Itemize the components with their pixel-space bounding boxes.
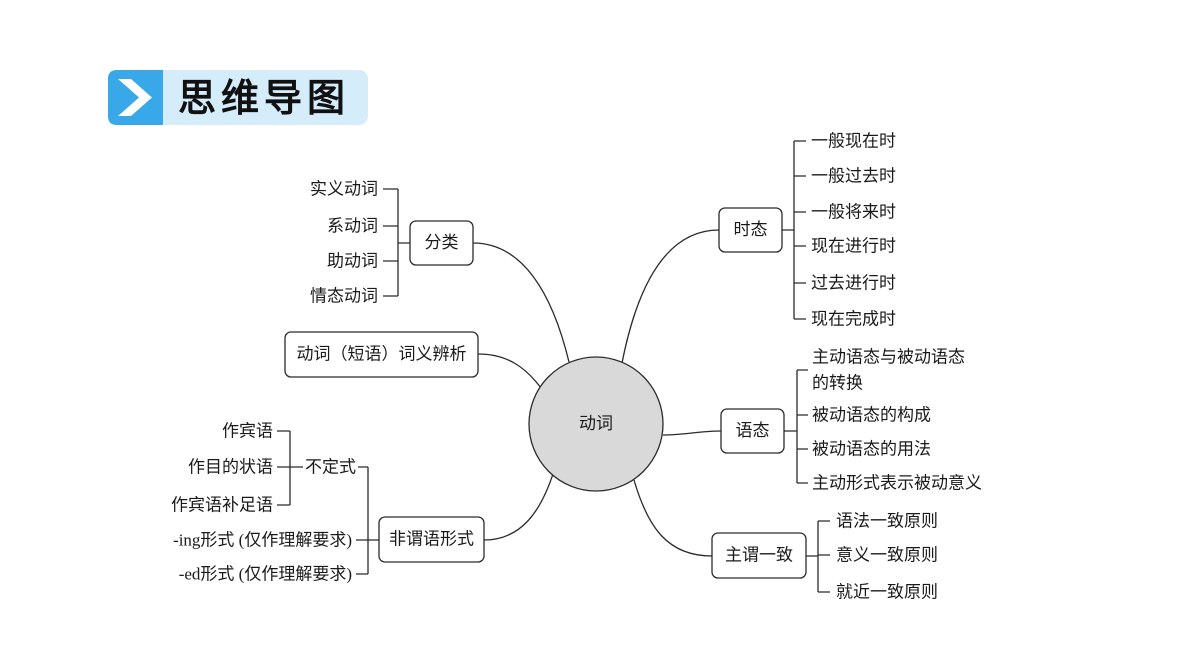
branch-classification-label: 分类	[425, 233, 459, 253]
infinitive-item: 作宾语	[222, 422, 273, 441]
branch-classification-box	[409, 220, 474, 266]
branch-word-meaning-box	[284, 331, 479, 378]
branch-non-finite-box	[378, 516, 485, 563]
voice-item-line: 的转换	[812, 374, 863, 393]
branch-tense: 时态	[718, 207, 783, 253]
header-title: 思维导图	[178, 76, 350, 120]
branch-classification: 分类	[409, 220, 474, 266]
branch-agreement: 主谓一致	[711, 532, 807, 579]
voice-item-line: 被动语态的构成	[812, 406, 931, 425]
chevron-right-icon	[118, 79, 152, 116]
classification-item: 助动词	[327, 252, 378, 271]
tense-item: 一般过去时	[811, 167, 896, 186]
tense-item: 过去进行时	[811, 274, 896, 293]
agreement-bracket	[806, 520, 830, 593]
agreement-item: 就近一致原则	[836, 583, 938, 602]
infinitive-item: 作目的状语	[188, 458, 273, 477]
classification-bracket	[383, 188, 410, 297]
center-node-label: 动词	[579, 414, 613, 434]
non-finite-items: 不定式 作宾语 作目的状语 作宾语补足语 -ing形式 (仅作理解要求) -ed…	[171, 422, 356, 584]
agreement-item: 语法一致原则	[836, 512, 938, 531]
classification-items: 实义动词 系动词 助动词 情态动词	[310, 180, 378, 306]
voice-item-line: 主动形式表示被动意义	[812, 474, 982, 493]
section-header: 思维导图	[108, 70, 368, 125]
voice-item-line: 被动语态的用法	[812, 440, 931, 459]
agreement-item: 意义一致原则	[836, 546, 938, 565]
agreement-items: 语法一致原则 意义一致原则 就近一致原则	[836, 512, 938, 602]
connector-center-to-tense	[621, 229, 720, 364]
branch-voice: 语态	[720, 408, 785, 454]
header-title-background	[108, 70, 368, 125]
classification-item: 实义动词	[310, 180, 378, 199]
tense-items: 一般现在时 一般过去时 一般将来时 现在进行时 过去进行时 现在完成时	[811, 132, 896, 329]
non-finite-item: -ed形式 (仅作理解要求)	[179, 565, 352, 584]
tense-item: 一般将来时	[811, 203, 896, 222]
non-finite-item: -ing形式 (仅作理解要求)	[173, 531, 352, 550]
connector-center-to-voice	[662, 430, 722, 436]
connector-center-to-agreement	[633, 479, 713, 557]
center-node-circle	[528, 356, 664, 492]
tense-item: 一般现在时	[811, 132, 896, 151]
connector-lines	[277, 140, 830, 593]
branch-tense-box	[718, 207, 783, 253]
header-icon-background	[108, 70, 163, 125]
center-node: 动词	[528, 356, 664, 492]
infinitive-bracket	[277, 430, 303, 506]
tense-item: 现在进行时	[811, 237, 896, 256]
tense-item: 现在完成时	[811, 310, 896, 329]
branch-non-finite-label: 非谓语形式	[389, 530, 474, 550]
infinitive-label: 不定式	[305, 458, 356, 477]
branch-non-finite: 非谓语形式	[378, 516, 485, 563]
branch-voice-label: 语态	[736, 421, 770, 441]
branch-nodes: 分类 动词（短语）词义辨析 非谓语形式 时态 语态 主谓一致	[284, 207, 807, 579]
branch-voice-box	[720, 408, 785, 454]
connector-center-to-classification	[472, 242, 570, 363]
branch-agreement-box	[711, 532, 807, 579]
tense-bracket	[782, 140, 806, 320]
connector-center-to-non-finite	[483, 473, 554, 541]
branch-word-meaning: 动词（短语）词义辨析	[284, 331, 479, 378]
infinitive-item: 作宾语补足语	[171, 496, 273, 515]
non-finite-bracket	[356, 466, 379, 575]
classification-item: 情态动词	[310, 287, 378, 306]
voice-bracket	[784, 369, 808, 484]
classification-item: 系动词	[327, 217, 378, 236]
branch-agreement-label: 主谓一致	[725, 546, 793, 566]
branch-word-meaning-label: 动词（短语）词义辨析	[297, 345, 467, 365]
branch-tense-label: 时态	[734, 220, 768, 240]
voice-item-line: 主动语态与被动语态	[812, 348, 965, 367]
voice-items: 主动语态与被动语态 的转换 被动语态的构成 被动语态的用法 主动形式表示被动意义	[812, 348, 982, 493]
connector-center-to-word-meaning	[477, 353, 542, 389]
